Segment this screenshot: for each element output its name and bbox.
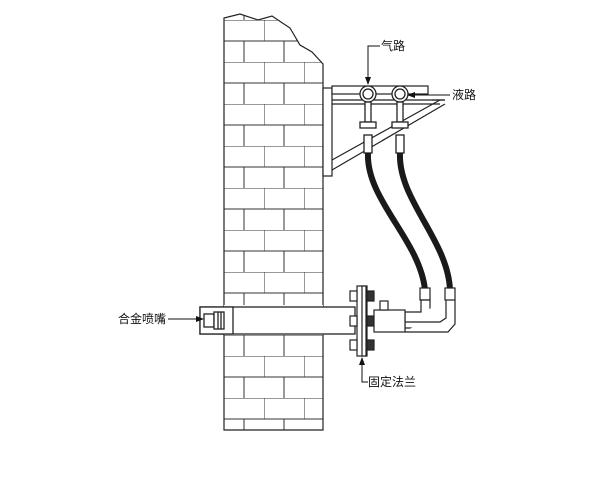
brick-wall: [223, 13, 324, 431]
alloy-nozzle: [199, 306, 356, 335]
liquid-line-label: 液路: [452, 87, 476, 102]
hose-fittings: [404, 287, 456, 333]
gas-hose: [364, 152, 428, 291]
alloy-nozzle-label: 合金喷嘴: [118, 311, 166, 326]
label-alloy-nozzle: 合金喷嘴: [118, 311, 204, 326]
label-fixed-flange: 固定法兰: [359, 357, 416, 389]
fixed-flange-label: 固定法兰: [368, 374, 416, 389]
label-gas-line: 气路: [365, 38, 405, 85]
gas-line-label: 气路: [381, 38, 405, 53]
support-bracket: [322, 85, 446, 177]
liquid-line-pipe: [391, 85, 409, 154]
fixed-flange: [349, 285, 406, 357]
label-liquid-line: 液路: [407, 87, 476, 102]
liquid-hose: [396, 152, 453, 291]
gas-line-pipe: [359, 85, 377, 154]
